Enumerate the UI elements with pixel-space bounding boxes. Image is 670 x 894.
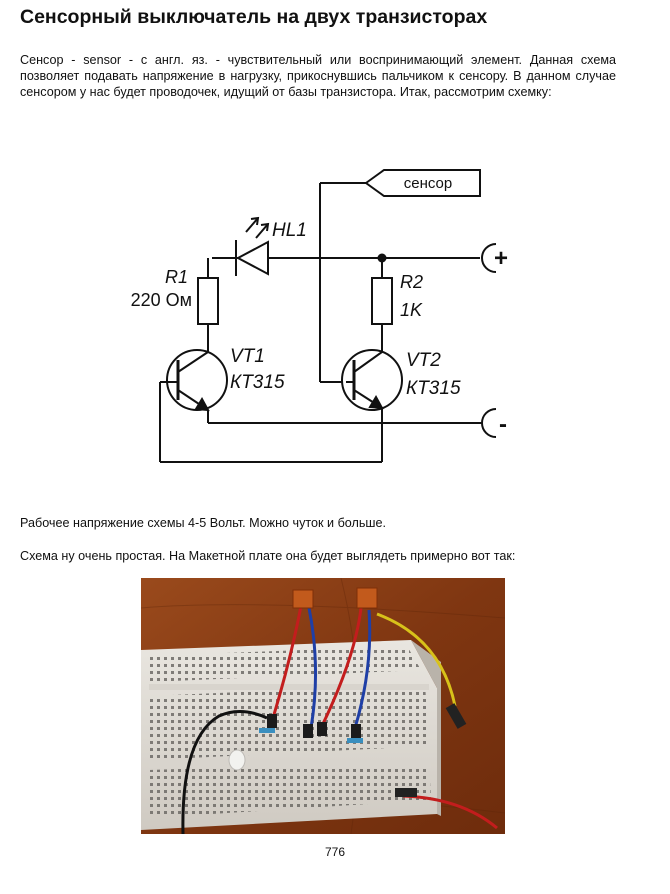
resistor-r2 (371, 277, 393, 325)
minus-terminal (481, 408, 497, 438)
plus-terminal (481, 243, 497, 273)
r1-label: R1 (165, 267, 188, 287)
r1-value: 220 Ом (131, 290, 192, 310)
vt1-type: КТ315 (230, 372, 285, 393)
breadboard-paragraph: Схема ну очень простая. На Макетной плат… (20, 549, 516, 563)
plus-sign: + (494, 245, 508, 272)
breadboard-photo (141, 578, 505, 834)
led-symbol (212, 216, 278, 276)
junction-dot (377, 253, 387, 263)
circuit-schematic: сенсор HL1 R1 220 Ом R2 1K VT1 КТ315 (131, 169, 508, 463)
page-title: Сенсорный выключатель на двух транзистор… (20, 6, 488, 28)
minus-sign: - (499, 411, 507, 438)
r2-value: 1K (400, 300, 423, 320)
sensor-tag: сенсор (364, 169, 481, 197)
led-label: HL1 (272, 220, 307, 241)
sensor-label: сенсор (404, 175, 452, 192)
r2-label: R2 (400, 272, 423, 292)
transistor-vt2 (341, 349, 403, 411)
vt1-label: VT1 (230, 346, 265, 367)
transistor-vt1 (160, 349, 228, 412)
intro-paragraph: Сенсор - sensor - с англ. яз. - чувствит… (20, 53, 616, 99)
resistor-r1 (197, 277, 219, 325)
vt2-type: КТ315 (406, 378, 461, 399)
voltage-paragraph: Рабочее напряжение схемы 4-5 Вольт. Можн… (20, 516, 387, 530)
vt2-label: VT2 (406, 350, 441, 371)
page-number: 776 (324, 845, 346, 859)
